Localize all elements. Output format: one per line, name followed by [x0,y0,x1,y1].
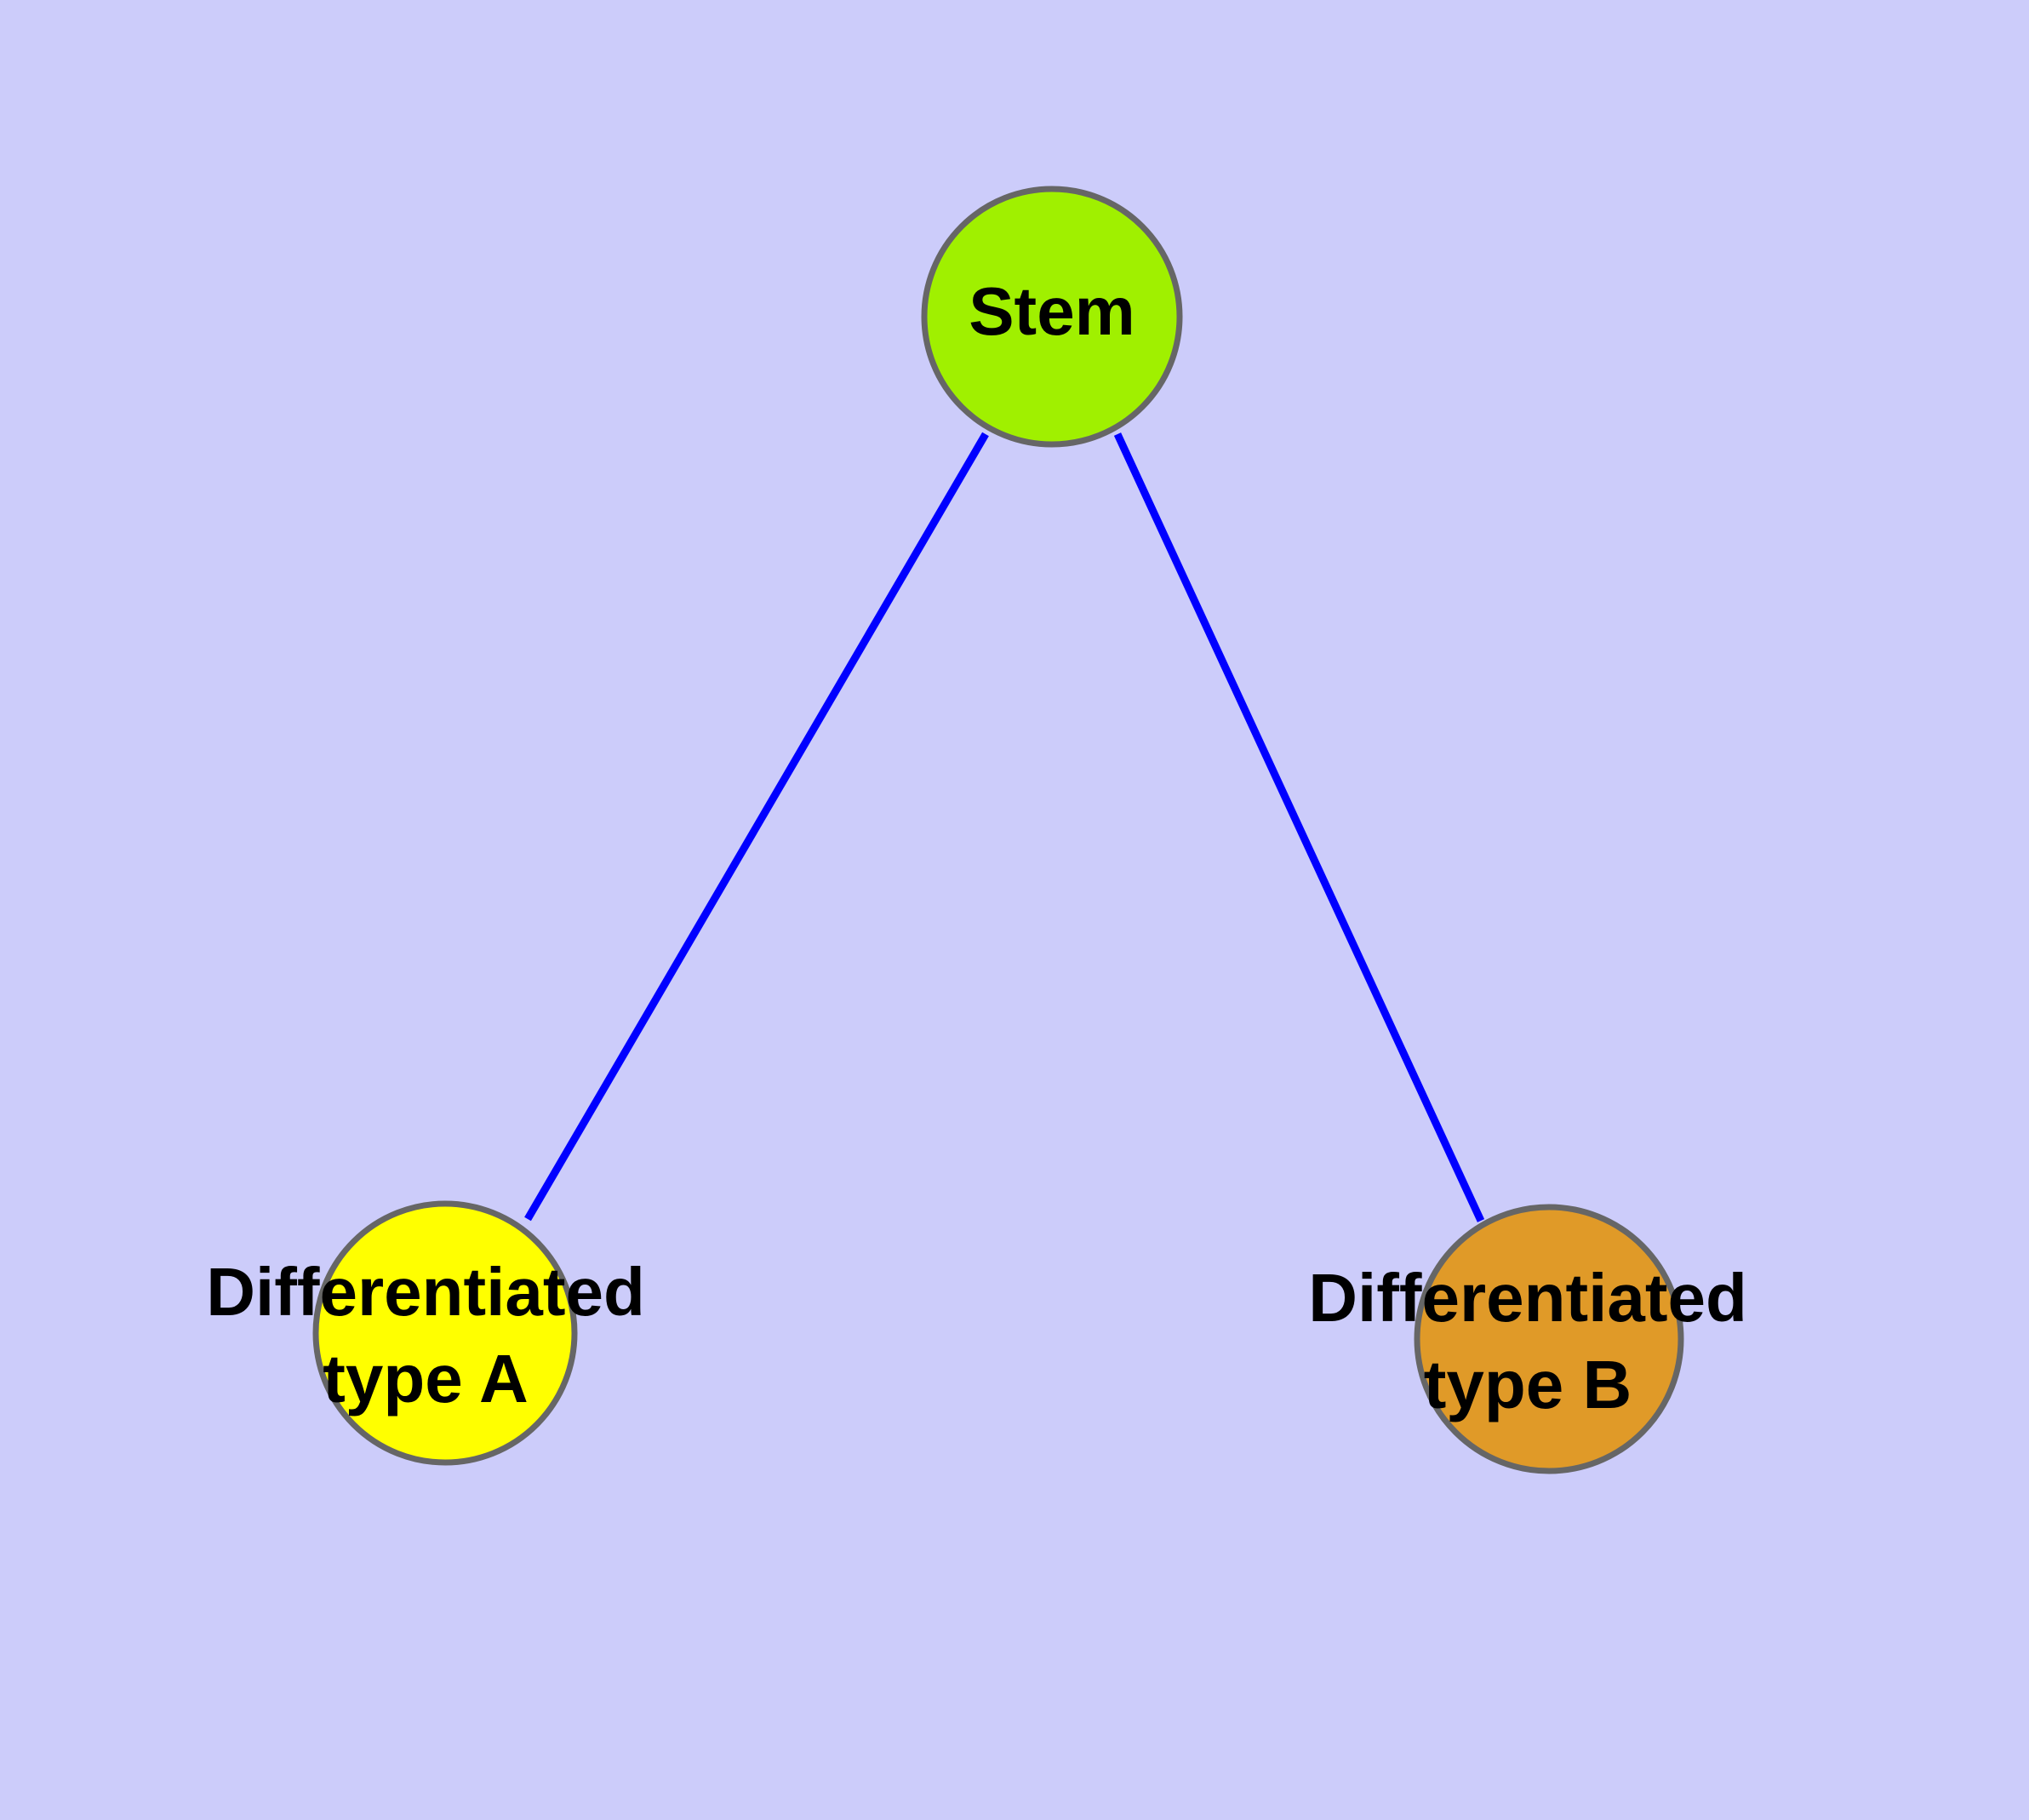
edge-stem-to-diff-a[interactable] [524,432,989,1222]
node-diff-b-label: Differentiated type B [1308,1260,1747,1422]
nodes-layer: Stem [312,186,1684,1474]
node-stem-label: Stem [969,273,1135,349]
node-diff-a-label-line-2: type A [323,1341,529,1417]
edges-layer [524,432,1485,1222]
node-diff-b-circle[interactable] [1414,1204,1684,1474]
node-diff-a-label-line-1: Differentiated [206,1254,645,1330]
node-diff-a-label: Differentiated type A [206,1254,645,1417]
node-diff-a[interactable] [312,1200,578,1466]
node-diff-b-label-line-1: Differentiated [1308,1260,1747,1336]
edge-stem-to-diff-b[interactable] [1113,432,1485,1222]
node-diff-b-label-line-2: type B [1424,1347,1632,1422]
node-diff-a-circle[interactable] [312,1200,578,1466]
node-diff-b[interactable] [1414,1204,1684,1474]
node-stem-circle[interactable] [921,186,1183,448]
labels-layer: Differentiated type A Differentiated typ… [206,1254,1747,1422]
node-stem[interactable]: Stem [921,186,1183,448]
